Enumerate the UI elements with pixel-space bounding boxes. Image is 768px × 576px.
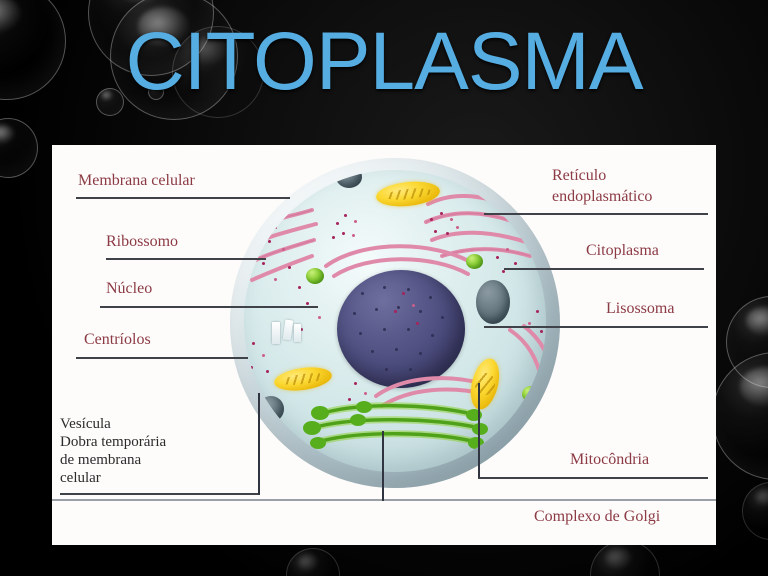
label-centriolos: Centríolos [84,331,151,348]
label-ribossomo: Ribossomo [106,233,179,250]
label-reticulo-line1: Retículo [552,167,607,184]
lysosome-shape [466,254,483,269]
leader-line-membrana-celular [76,197,290,199]
leader-line-vesicula [60,493,260,495]
leader-line-mitocondria-vertical [478,383,480,477]
label-complexo-de-golgi: Complexo de Golgi [534,508,661,525]
label-reticulo-endoplasmatico: Retículo endoplasmático [552,165,652,207]
label-membrana-celular: Membrana celular [78,172,195,189]
leader-line-golgi-vertical [382,431,384,501]
mitochondrion-shape [272,364,334,394]
lysosome-shape [522,386,539,402]
bubble-decoration-icon [712,352,768,480]
panel-bottom-rule [52,499,716,501]
leader-line-nucleo [100,306,318,308]
note-vesicula-line2: Dobra temporária [60,434,167,450]
bubble-decoration-icon [726,296,768,388]
bubble-decoration-icon [590,540,660,576]
label-citoplasma: Citoplasma [586,242,659,259]
centriole-shape [272,319,302,346]
leader-line-centriolos [76,357,248,359]
leader-line-lisossoma [484,326,708,328]
note-vesicula: Vesícula Dobra temporária de membrana ce… [60,415,210,487]
leader-line-ribossomo [106,258,266,260]
leader-line-mitocondria [478,477,708,479]
golgi-apparatus-shape [302,398,492,460]
label-nucleo: Núcleo [106,280,153,297]
leader-line-reticulo [484,213,708,215]
label-mitocondria: Mitocôndria [570,451,650,468]
leader-line-vesicula-vertical [258,393,260,495]
label-reticulo-line2: endoplasmático [552,188,653,205]
page-title: CITOPLASMA [125,16,643,107]
vesicle-shape [476,280,510,324]
endoplasmic-reticulum-shape [244,198,362,308]
leader-line-citoplasma [504,268,704,270]
note-vesicula-line4: celular [60,470,101,486]
bubble-decoration-icon [286,548,340,576]
endoplasmic-reticulum-shape [322,236,482,282]
cytoplasm-shape [244,170,546,472]
note-vesicula-line1: Vesícula [60,416,111,432]
note-vesicula-line3: de membrana [60,452,142,468]
bubble-decoration-icon [742,482,768,540]
vesicle-shape [336,170,362,188]
lysosome-shape [306,268,324,284]
cell-diagram-panel: Membrana celular Ribossomo Núcleo Centrí… [52,145,716,545]
endoplasmic-reticulum-shape [502,320,546,390]
label-lisossoma: Lisossoma [606,300,675,317]
bubble-decoration-icon [0,118,38,178]
vesicle-shape [258,396,284,422]
nucleus-shape [337,270,465,388]
